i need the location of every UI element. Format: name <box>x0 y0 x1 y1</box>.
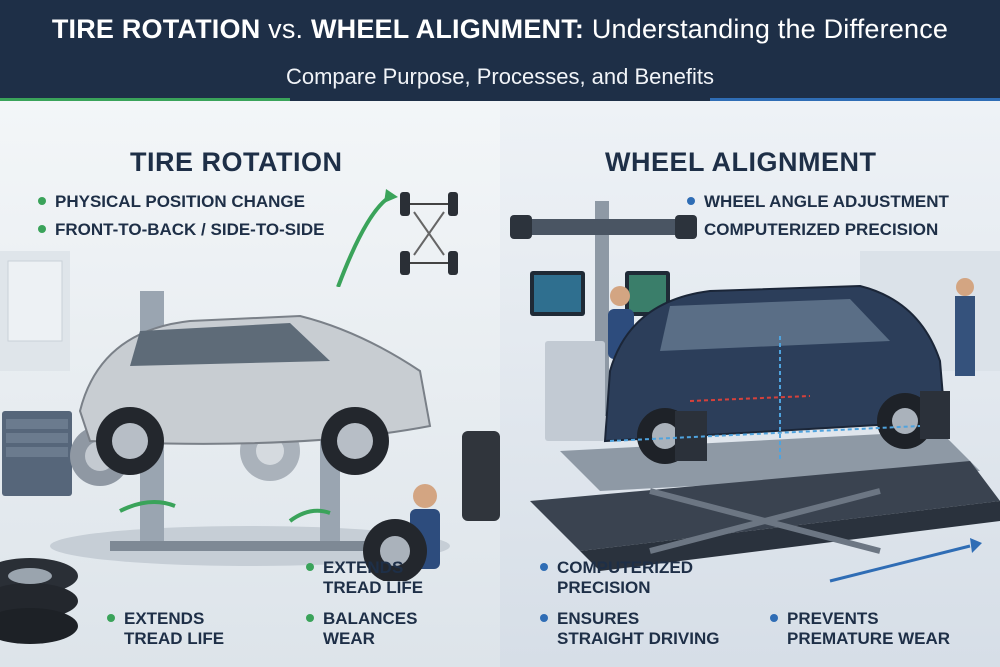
tire-rotation-panel: TIRE ROTATION PHYSICAL POSITION CHANGE F… <box>0 101 500 667</box>
blue-bullet-dot <box>770 613 778 622</box>
green-bullet-dot <box>107 613 115 622</box>
car-on-lift-illustration <box>78 291 440 581</box>
tire-rotation-bullet-2: FRONT-TO-BACK / SIDE-TO-SIDE <box>38 220 325 240</box>
wheel-alignment-heading: WHEEL ALIGNMENT <box>605 147 877 177</box>
blue-bullet-dot <box>540 562 548 571</box>
blue-bullet-dot <box>687 196 695 205</box>
tire-rotation-heading: TIRE ROTATION <box>130 147 343 177</box>
title-rest: Understanding the Difference <box>584 14 949 44</box>
page-subtitle: Compare Purpose, Processes, and Benefits <box>285 64 714 89</box>
green-bullet-dot <box>38 196 46 205</box>
blue-bullet-dot <box>540 613 548 622</box>
wheel-alignment-panel: WHEEL ALIGNMENT WHEEL ANGLE ADJUSTMENT C… <box>500 101 1000 667</box>
alignment-bay-illustration <box>510 201 1000 583</box>
tire-rotation-bullet-1: PHYSICAL POSITION CHANGE <box>38 192 305 212</box>
header-banner: TIRE ROTATION vs. WHEEL ALIGNMENT: Under… <box>0 0 1000 101</box>
green-bullet-dot <box>306 562 314 571</box>
rotation-pattern-diagram <box>336 189 458 287</box>
green-bullet-dot <box>306 613 314 622</box>
green-bullet-dot <box>38 224 46 233</box>
title-wheel-alignment: WHEEL ALIGNMENT: <box>310 14 585 44</box>
page-title: TIRE ROTATION vs. WHEEL ALIGNMENT: Under… <box>0 14 1000 45</box>
title-tire-rotation: TIRE ROTATION <box>51 14 261 44</box>
title-vs: vs. <box>260 14 311 44</box>
panel-divider <box>488 101 492 667</box>
accent-line-blue <box>710 98 1000 102</box>
wheel-alignment-bullet-1: WHEEL ANGLE ADJUSTMENT <box>687 192 949 212</box>
wheel-alignment-bullet-2: COMPUTERIZED PRECISION <box>704 220 939 239</box>
accent-line-green <box>0 98 290 102</box>
